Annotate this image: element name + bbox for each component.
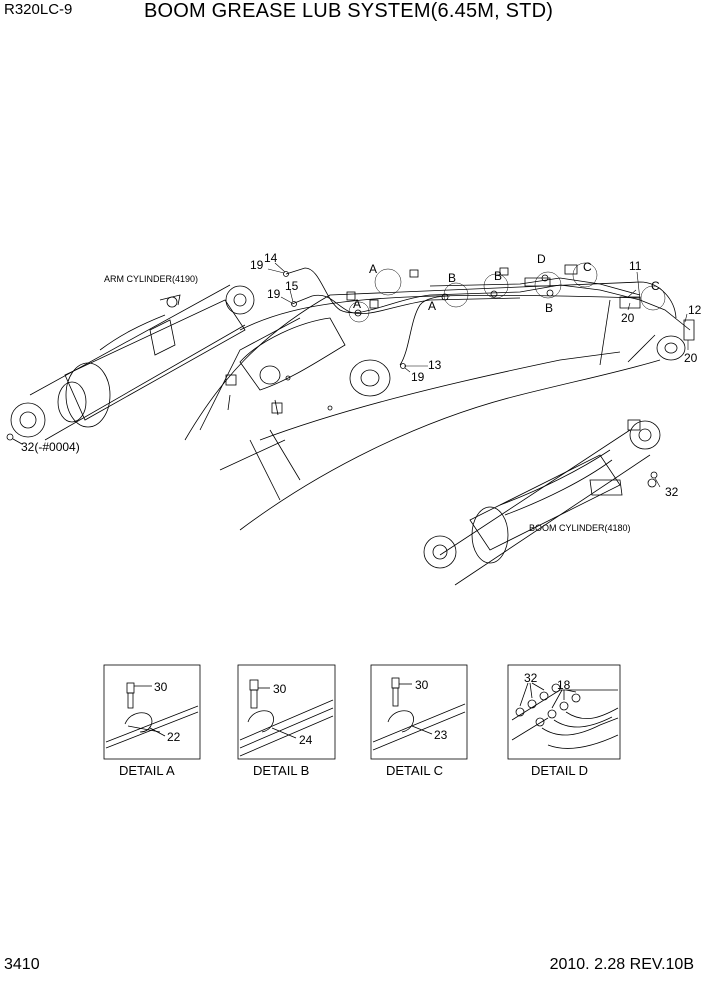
letter-A: A	[353, 297, 361, 311]
callout-14: 14	[264, 251, 278, 265]
callout-20: 20	[621, 311, 635, 325]
grease-hoses	[283, 267, 695, 479]
detail-d-label-18: 18	[557, 678, 571, 692]
detail-b-bolt: 30	[273, 682, 287, 696]
detail-c-clamp: 23	[434, 728, 448, 742]
detail-d-caption: DETAIL D	[531, 763, 588, 778]
boom-cylinder-caption: BOOM CYLINDER(4180)	[529, 523, 631, 533]
letter-D: D	[537, 252, 546, 266]
page-title: BOOM GREASE LUB SYSTEM(6.45M, STD)	[144, 0, 554, 22]
callout-11: 11	[629, 259, 642, 273]
detail-d-label-32: 32	[524, 671, 538, 685]
letter-A: A	[369, 262, 377, 276]
boom-structure	[184, 264, 686, 531]
letter-B: B	[545, 301, 553, 315]
detail-b-clamp: 24	[299, 733, 313, 747]
detail-d: 32 18 DETAIL D	[507, 664, 621, 778]
boom-cylinder	[423, 419, 661, 586]
detail-a: 30 22 DETAIL A	[103, 664, 201, 778]
letter-A: A	[428, 299, 436, 313]
callout-12: 12	[688, 303, 702, 317]
letter-B: B	[448, 271, 456, 285]
callout-19: 19	[411, 370, 425, 384]
letter-B: B	[494, 269, 502, 283]
revision-date: 2010. 2.28 REV.10B	[549, 956, 694, 973]
arm-cylinder-caption: ARM CYLINDER(4190)	[104, 274, 198, 284]
detail-a-caption: DETAIL A	[119, 763, 175, 778]
callout-19: 19	[250, 258, 264, 272]
detail-c-bolt: 30	[415, 678, 429, 692]
reference-circles	[348, 262, 666, 323]
callout-32-boom: 32	[665, 485, 679, 499]
callouts: 14 19 15 19 13 19 11 12 20 20 32(-#0004)…	[21, 251, 702, 533]
letter-C: C	[651, 279, 660, 293]
leader-lines	[267, 262, 689, 488]
callout-20: 20	[684, 351, 698, 365]
page-number: 3410	[4, 956, 40, 973]
detail-b-caption: DETAIL B	[253, 763, 309, 778]
callout-13: 13	[428, 358, 442, 372]
callout-15: 15	[285, 279, 299, 293]
detail-b: 30 24 DETAIL B	[237, 664, 336, 778]
letter-C: C	[583, 260, 592, 274]
model-number: R320LC-9	[4, 1, 73, 18]
detail-c-caption: DETAIL C	[386, 763, 443, 778]
callout-32-arm: 32(-#0004)	[21, 440, 80, 454]
arm-cylinder	[6, 284, 255, 445]
detail-a-bolt: 30	[154, 680, 168, 694]
detail-c: 30 23 DETAIL C	[370, 664, 468, 778]
detail-a-clamp: 22	[167, 730, 181, 744]
callout-19: 19	[267, 287, 281, 301]
